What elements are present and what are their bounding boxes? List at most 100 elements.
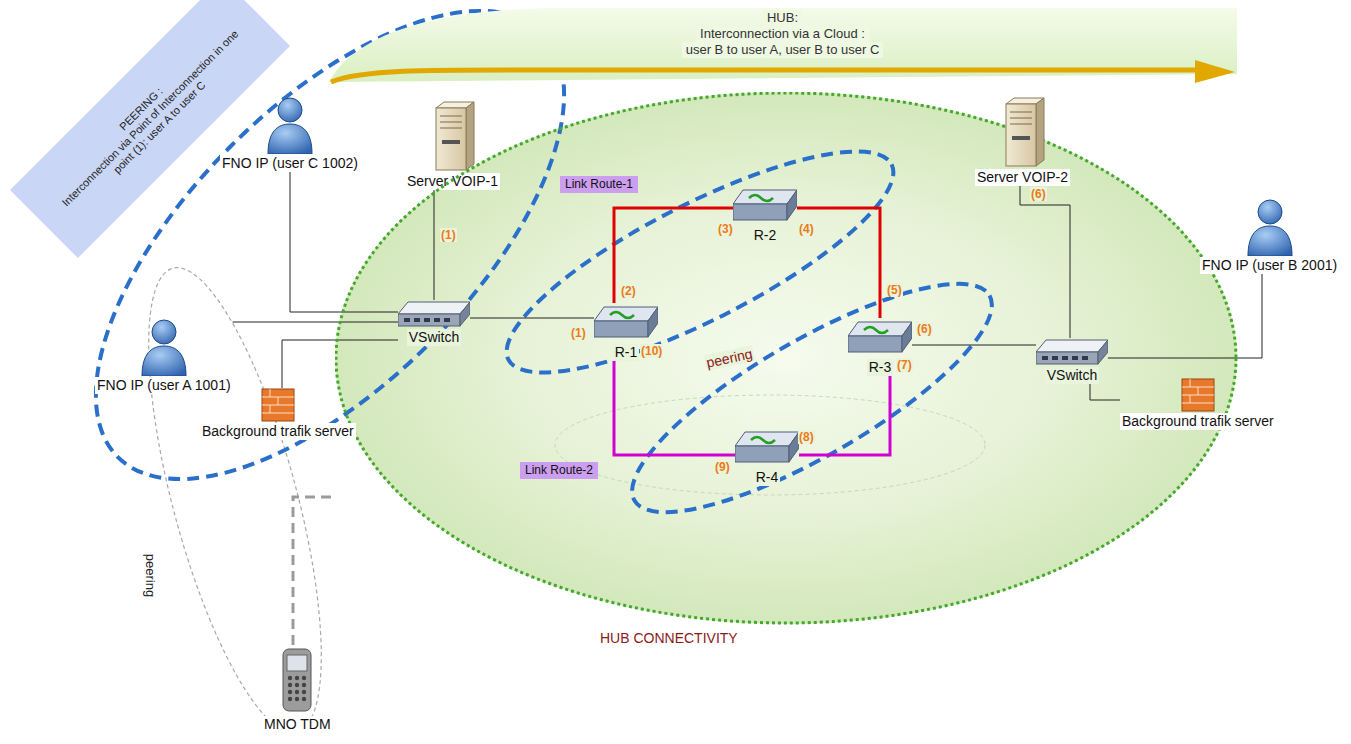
icon-art: [848, 318, 912, 358]
callout-number: (4): [798, 222, 815, 236]
switch-port: [1082, 356, 1088, 360]
dashed-ellipse: [19, 0, 641, 556]
icon-art: [998, 96, 1048, 168]
icon-art: [398, 300, 470, 328]
cloud-outline: [335, 92, 1238, 652]
link-line: [1020, 186, 1070, 338]
router-side: [648, 307, 658, 337]
drive-bay: [1010, 124, 1032, 125]
label-anchor: peering: [128, 568, 173, 583]
icon-art: [138, 318, 190, 376]
mno-peering-ring: [113, 252, 357, 744]
label-anchor: (4): [798, 222, 815, 236]
phone-key: [288, 690, 292, 694]
node-label: Background trafik server: [200, 423, 356, 440]
firewall-wall: [1182, 379, 1214, 411]
callout-number: (1): [570, 326, 587, 340]
drive-bay: [1010, 112, 1032, 113]
callout-number: (7): [896, 358, 913, 372]
router-signal: [751, 437, 775, 443]
switch-port: [1072, 356, 1078, 360]
server-panel: [1012, 136, 1030, 140]
link-line: [293, 497, 335, 645]
label-anchor: (6): [1030, 187, 1047, 201]
icon-art: [1244, 198, 1296, 256]
node-label: R-3: [867, 359, 894, 376]
phone-key: [295, 676, 299, 680]
server-panel: [442, 140, 460, 144]
link-line: [797, 208, 880, 318]
route-tag: Link Route-1: [560, 176, 638, 193]
callout-number: (10): [640, 344, 663, 358]
link-line: [470, 318, 594, 319]
brick-joint: [277, 397, 278, 405]
dashed-ellipse: [482, 113, 918, 412]
router-signal: [864, 327, 888, 333]
label-anchor: peering: [705, 350, 754, 366]
router-node: R-4: [735, 428, 799, 486]
phone-key: [302, 683, 306, 687]
phone-key: [302, 676, 306, 680]
person-body: [1248, 226, 1292, 256]
router-front: [735, 446, 789, 462]
label-anchor: (1): [570, 326, 587, 340]
node-label: FNO IP (user C 1002): [220, 155, 360, 172]
route-tag: Link Route-2: [520, 462, 598, 479]
phone-screen: [287, 655, 307, 671]
node-label: VSwitch: [407, 329, 462, 346]
traffic-server: Background trafik server: [200, 388, 356, 440]
callout-number: (2): [620, 284, 637, 298]
node-label: FNO IP (user B 2001): [1200, 257, 1339, 274]
dashed-ellipse: [113, 252, 357, 744]
icon-art: [264, 96, 316, 154]
label-anchor: (7): [896, 358, 913, 372]
phone-key: [288, 683, 292, 687]
phone-icon: [283, 649, 311, 711]
switch-icon: [1036, 340, 1108, 364]
link-line: [799, 376, 890, 455]
label-anchor: (1): [440, 228, 457, 242]
traffic-server: Background trafik server: [1120, 378, 1276, 430]
router-top: [733, 190, 797, 204]
phone-key: [295, 690, 299, 694]
fire-icon: [262, 389, 294, 421]
node-body-text: user B to user A, user B to user C: [682, 42, 884, 58]
server-icon: [436, 102, 474, 170]
node-body-text: Interconnection via Point of Interconnec…: [50, 18, 259, 227]
switch-port: [1052, 356, 1058, 360]
link-line: [282, 340, 398, 388]
link-line: [290, 172, 398, 312]
person-icon: [268, 98, 312, 154]
label-anchor: (9): [714, 460, 731, 474]
cloud-border: [336, 93, 1236, 623]
router-signal: [749, 195, 773, 201]
person-head: [152, 320, 176, 344]
callout-number: (6): [1030, 187, 1047, 201]
phone-key: [288, 676, 292, 680]
brick-joint: [269, 405, 270, 413]
drive-bay: [440, 116, 462, 117]
router-front: [848, 336, 902, 352]
hub-arrow-stroke: [331, 70, 1197, 82]
voip-server: Server VOIP-1: [405, 100, 500, 190]
phone-key: [288, 697, 292, 701]
switch-icon: [398, 302, 470, 326]
icon-art: [735, 428, 799, 468]
person-icon: [1248, 200, 1292, 256]
server-side: [1036, 98, 1044, 166]
icon-art: [1036, 338, 1108, 366]
label-anchor: (6): [916, 322, 933, 336]
callout-number: (9): [714, 460, 731, 474]
node-label: Link Route-1: [565, 177, 633, 192]
callout-number: (1): [440, 228, 457, 242]
hub-banner: HUB:Interconnection via a Cloud :user B …: [325, 4, 1240, 84]
vswitch-node: VSwitch: [1036, 338, 1108, 384]
router-icon: [733, 190, 797, 220]
link-line: [614, 361, 735, 455]
icon-art: [261, 388, 295, 422]
router-icon: [594, 307, 658, 337]
label-anchor: (3): [717, 222, 734, 236]
icon-art: [594, 303, 658, 343]
hub-cloud-fill: [335, 92, 1237, 624]
